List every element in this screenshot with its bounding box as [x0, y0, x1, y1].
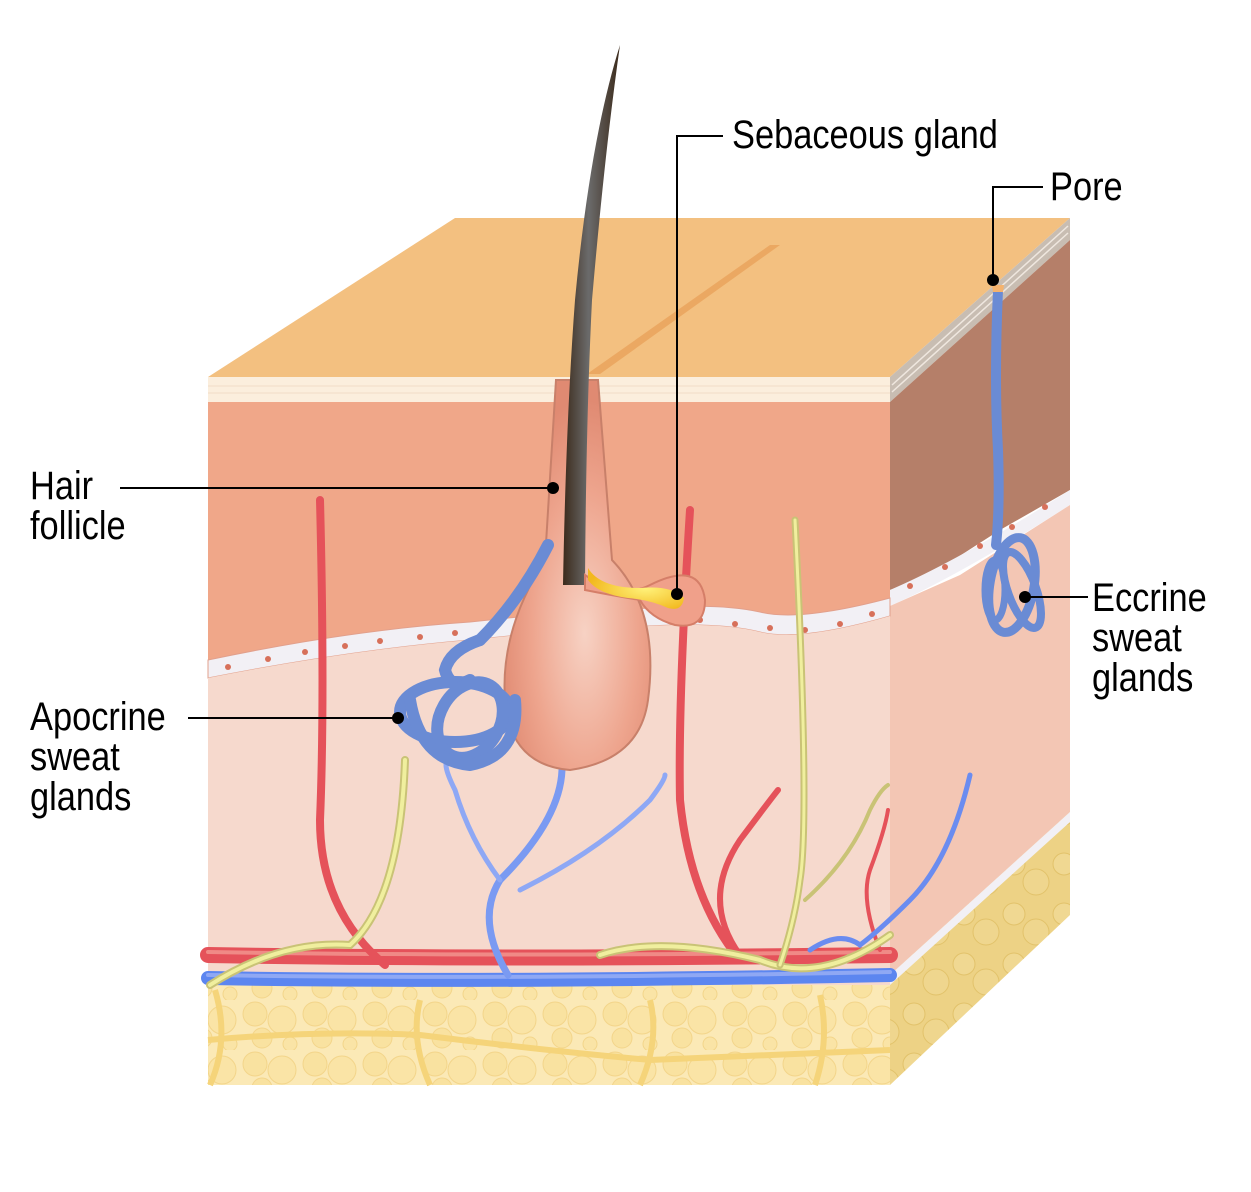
label-sebaceous-gland: Sebaceous gland: [732, 113, 998, 157]
skin-surface-top: [208, 218, 1070, 377]
apocrine-sweat-gland: [394, 634, 522, 772]
label-hair-follicle-line1: Hair: [30, 464, 94, 508]
pore: [992, 285, 1004, 292]
hair-shaft: [563, 45, 620, 585]
label-eccrine-sweat-glands: Eccrine sweat glands: [1092, 578, 1207, 698]
blood-vessels: [200, 496, 973, 989]
label-apocrine-line3: glands: [30, 775, 132, 819]
label-eccrine-line3: glands: [1092, 656, 1194, 700]
label-eccrine-line1: Eccrine: [1092, 576, 1207, 620]
label-apocrine-sweat-glands: Apocrine sweat glands: [30, 697, 166, 817]
vein: [201, 968, 897, 987]
eccrine-sweat-gland: [981, 285, 1045, 637]
label-pore: Pore: [1050, 165, 1123, 209]
sweat-duct: [991, 285, 1004, 550]
label-apocrine-line1: Apocrine: [30, 695, 166, 739]
sebaceous-gland: [584, 568, 707, 627]
label-hair-follicle-line2: follicle: [30, 504, 126, 548]
label-hair-follicle: Hair follicle: [30, 466, 126, 546]
label-eccrine-line2: sweat: [1092, 616, 1182, 660]
label-apocrine-line2: sweat: [30, 735, 120, 779]
leader-lines: [120, 135, 1088, 719]
leader-dots: [392, 274, 1031, 724]
